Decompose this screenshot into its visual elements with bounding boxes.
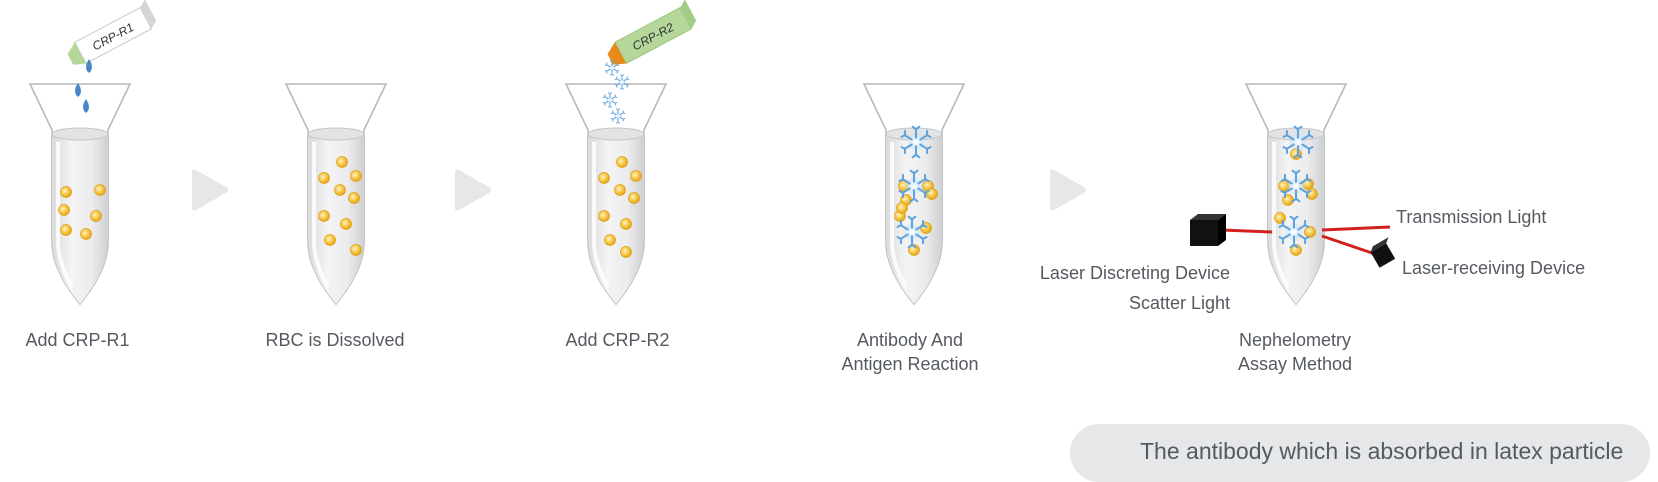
latex-particle [94, 184, 106, 196]
latex-particle [318, 210, 330, 222]
latex-particle [1290, 244, 1302, 256]
step-label-3-line1: Add CRP-R2 [565, 330, 670, 350]
laser-emitter-top [1190, 214, 1226, 220]
laser-emitter-icon [1190, 220, 1218, 246]
step-label-1-line1: Add CRP-R1 [25, 330, 130, 350]
latex-particle [324, 234, 336, 246]
latex-particle [80, 228, 92, 240]
laser-emitter-side [1218, 214, 1226, 246]
r1-bottle-label [74, 6, 153, 65]
step-label-5-line1: Nephelometry [1238, 330, 1352, 350]
laser-receiver-icon [1370, 237, 1396, 268]
step-label-4: Antibody And Antigen Reaction [820, 328, 1000, 376]
antibody-icon [614, 74, 630, 90]
latex-particle [350, 244, 362, 256]
latex-particle [614, 184, 626, 196]
laser-receiving-device-label: Laser-receiving Device [1402, 258, 1586, 278]
latex-particle [1304, 226, 1316, 238]
transmission-light-label: Transmission Light [1396, 207, 1547, 227]
test-tubes [28, 82, 1348, 306]
latex-particle [348, 192, 360, 204]
latex-particle [60, 186, 72, 198]
antibody-icon [604, 60, 620, 76]
step-label-4-line1: Antibody And [856, 330, 964, 350]
latex-particle [598, 210, 610, 222]
latex-particle [60, 224, 72, 236]
latex-particle [58, 204, 70, 216]
latex-particle [908, 244, 920, 256]
r2-bottle-cap [607, 42, 627, 65]
latex-particle [620, 246, 632, 258]
nephelometry-setup [1190, 214, 1396, 268]
latex-particle [598, 172, 610, 184]
test-tube-1 [28, 82, 132, 306]
r1-bottle-body: CRP-R1 [67, 0, 157, 65]
laser-discreting-device-label: Laser Discreting Device [1039, 263, 1230, 283]
step-label-4-line2: Antigen Reaction [841, 354, 979, 374]
laser-receiver-top [1370, 237, 1389, 253]
latex-particle [604, 234, 616, 246]
step-label-5: Nephelometry Assay Method [1205, 328, 1385, 376]
scatter-beam [1321, 234, 1376, 256]
step-arrow-2 [455, 169, 491, 211]
latex-particle [318, 172, 330, 184]
reagent-drop-icon [75, 83, 81, 97]
legend-pill [1070, 424, 1650, 482]
step-label-2: RBC is Dissolved [245, 328, 425, 352]
step-label-2-line1: RBC is Dissolved [265, 330, 405, 350]
latex-particle [334, 184, 346, 196]
scatter-light-label: Scatter Light [1128, 293, 1230, 313]
latex-particle [630, 170, 642, 182]
latex-particle [90, 210, 102, 222]
latex-particle [620, 218, 632, 230]
laser-beam-in [1221, 228, 1273, 234]
step-label-1: Add CRP-R1 [0, 328, 155, 352]
laser-receiver-body [1370, 243, 1396, 268]
latex-particle [896, 202, 908, 214]
latex-particle [340, 218, 352, 230]
step-arrow-3 [1050, 169, 1086, 211]
step-arrows [192, 169, 1086, 211]
latex-particle [1306, 188, 1318, 200]
r1-bottle-cap [67, 42, 87, 65]
latex-particle [350, 170, 362, 182]
r2-bottle-side [680, 0, 697, 29]
step-label-5-line2: Assay Method [1237, 354, 1353, 374]
reagent-r1-bottle: CRP-R1 [67, 0, 157, 113]
step-arrow-1 [192, 169, 228, 211]
reagent-drop-icon [86, 59, 92, 73]
step-label-3: Add CRP-R2 [540, 328, 695, 352]
legend-text: The antibody which is absorbed in latex … [1140, 438, 1624, 464]
r2-bottle-body: CRP-R2 [607, 0, 697, 65]
latex-particle [616, 156, 628, 168]
reagent-drop-icon [83, 99, 89, 113]
latex-particle [628, 192, 640, 204]
r1-bottle-side [140, 0, 157, 29]
transmission-beam [1321, 225, 1391, 232]
latex-particle [336, 156, 348, 168]
